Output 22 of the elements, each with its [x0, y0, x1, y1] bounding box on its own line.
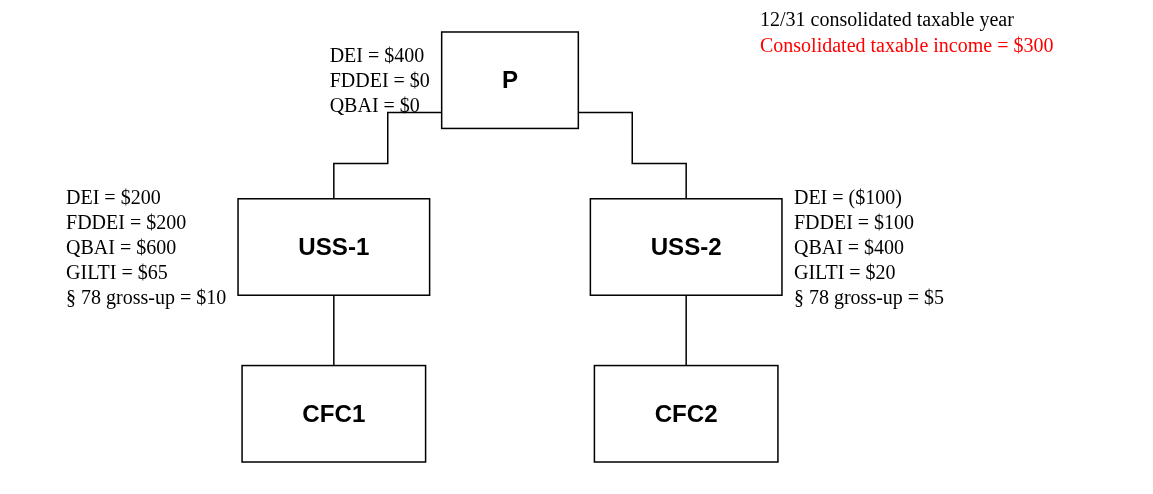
note-text: Consolidated taxable income = $300: [760, 33, 1054, 58]
entity-box: USS-1: [237, 198, 431, 296]
connector-line: [333, 294, 335, 367]
entity-box: CFC1: [241, 364, 427, 463]
entity-box: P: [440, 31, 580, 130]
note-text: QBAI = $600: [66, 234, 178, 260]
entity-box: CFC2: [593, 364, 779, 463]
note-text: GILTI = $20: [793, 259, 897, 285]
note-text: 12/31 consolidated taxable year: [760, 7, 1015, 32]
note-text: GILTI = $65: [66, 259, 169, 285]
note-text: § 78 gross-up = $5: [793, 284, 945, 310]
note-text: FDDEI = $0: [329, 67, 430, 93]
note-text: QBAI = $0: [329, 92, 421, 118]
note-text: DEI = $400: [329, 42, 426, 68]
note-text: FDDEI = $100: [793, 209, 916, 235]
entity-box: USS-2: [589, 198, 783, 296]
note-text: § 78 gross-up = $10: [66, 284, 227, 310]
connector-line: [685, 294, 687, 367]
note-text: DEI = $200: [66, 184, 162, 210]
note-text: DEI = ($100): [793, 184, 903, 210]
note-text: FDDEI = $200: [66, 209, 188, 235]
note-text: QBAI = $400: [793, 234, 906, 260]
